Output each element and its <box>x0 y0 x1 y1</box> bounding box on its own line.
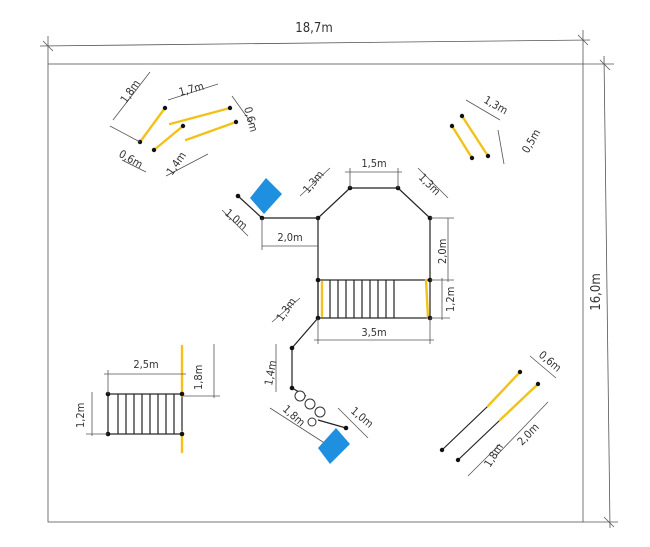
slide-top-width-label: 1,0m <box>222 206 250 232</box>
site-width-dimension: 18,7m <box>39 21 591 64</box>
ladder-height-label: 1,2m <box>74 403 87 428</box>
tower-right-side-label: 2,0m <box>436 239 449 264</box>
lower-side-label: 1,4m <box>262 359 279 386</box>
tower-structure: 1,5m 1,3m 1,3m 2,0m 1,2m 3,5m <box>299 157 457 344</box>
lower-diag-label: 1,3m <box>274 295 299 323</box>
site-width-label: 18,7m <box>295 21 332 36</box>
bridge-length-label: 3,5m <box>361 326 386 339</box>
slide-bottom-width-label: 1,0m <box>348 404 376 430</box>
bridge-slats <box>329 280 395 318</box>
tower-left-diag-label: 1,3m <box>300 168 326 196</box>
bar-label-9: 2,0m <box>515 421 542 448</box>
bar-label-2: 1,7m <box>177 80 205 99</box>
ladder-post-label: 1,8m <box>192 365 205 390</box>
ladder-rungs <box>117 394 175 434</box>
ladder-width-label: 2,5m <box>133 358 158 371</box>
balance-bars-top-left: 1,8m 1,7m 0,6m 0,6m 1,4m <box>109 71 260 178</box>
tower-right-diag-label: 1,3m <box>416 171 443 198</box>
bar-label-6: 1,3m <box>482 93 510 117</box>
rings <box>294 390 326 427</box>
tower-top-label: 1,5m <box>361 157 386 170</box>
bar-label-5: 1,4m <box>164 149 189 177</box>
bar-label-10: 1,8m <box>482 441 506 469</box>
site-height-label: 16,0m <box>589 273 604 310</box>
lower-path: 1,3m 1,4m 1,8m 1,0m <box>262 295 376 464</box>
bar-label-8: 0,6m <box>536 348 564 374</box>
ladder-bottom-left: 2,5m 1,8m 1,2m <box>74 344 220 454</box>
slide-top-offset-label: 2,0m <box>277 231 302 244</box>
balance-bars-top-right: 1,3m 0,5m <box>449 93 543 165</box>
site-boundary <box>47 63 584 523</box>
slide-top-chute <box>250 178 282 214</box>
bar-label-1: 1,8m <box>118 77 143 105</box>
balance-bars-bottom-right: 0,6m 2,0m 1,8m <box>439 348 564 477</box>
bridge-end-label: 1,2m <box>444 287 457 312</box>
bar-label-4: 0,6m <box>117 147 145 171</box>
site-height-dimension: 16,0m <box>583 55 618 529</box>
ring-path-label: 1,8m <box>280 403 308 430</box>
slide-bottom-chute <box>318 428 350 464</box>
bar-label-3: 0,6m <box>241 105 260 133</box>
bar-label-7: 0,5m <box>519 127 543 155</box>
